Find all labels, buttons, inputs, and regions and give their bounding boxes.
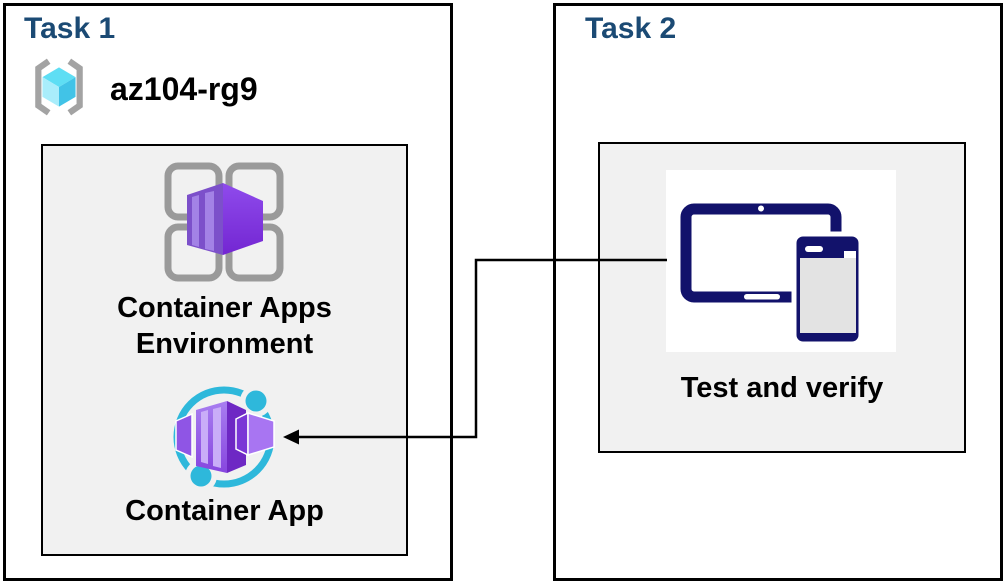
resource-group-icon bbox=[28, 56, 90, 123]
task1-inner-panel: Container Apps Environment bbox=[41, 144, 408, 556]
task1-title: Task 1 bbox=[24, 12, 116, 45]
task2-panel: Task 2 Test and verify bbox=[553, 3, 1003, 581]
task2-inner-panel: Test and verify bbox=[598, 142, 966, 453]
task2-title: Task 2 bbox=[585, 12, 677, 45]
resource-group-name: az104-rg9 bbox=[110, 71, 258, 107]
tablet-and-phone-icon bbox=[666, 170, 896, 352]
resource-group: az104-rg9 bbox=[28, 56, 258, 123]
task1-panel: Task 1 az104-rg9 bbox=[3, 3, 453, 581]
test-and-verify-label: Test and verify bbox=[680, 372, 884, 404]
container-app-label: Container App bbox=[125, 495, 324, 527]
container-apps-environment-icon bbox=[163, 161, 285, 283]
container-app-icon bbox=[168, 381, 280, 493]
environment-label: Container Apps Environment bbox=[117, 292, 332, 360]
